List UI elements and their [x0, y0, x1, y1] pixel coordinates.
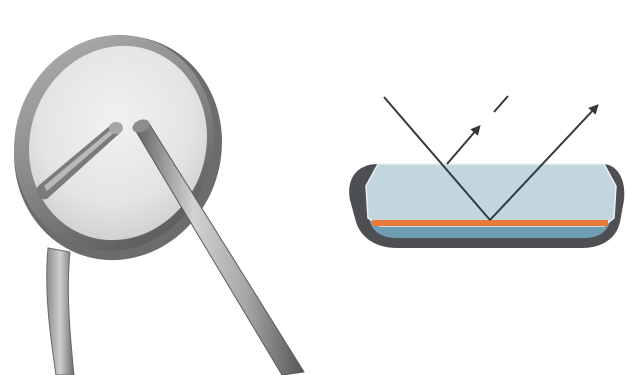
surface-reflection-ray: [446, 124, 481, 165]
surface-reflection-dash: [493, 95, 509, 113]
mirror-glass: [28, 45, 208, 241]
incident-ray: [383, 96, 491, 221]
mirror-cross-section: [349, 95, 625, 248]
mirror-neck-handle: [46, 247, 75, 375]
mirror-glass-layer: [365, 163, 617, 227]
reflected-ray: [489, 104, 599, 221]
dental-mirror-photo: [14, 34, 305, 375]
reflective-coating: [372, 220, 608, 226]
